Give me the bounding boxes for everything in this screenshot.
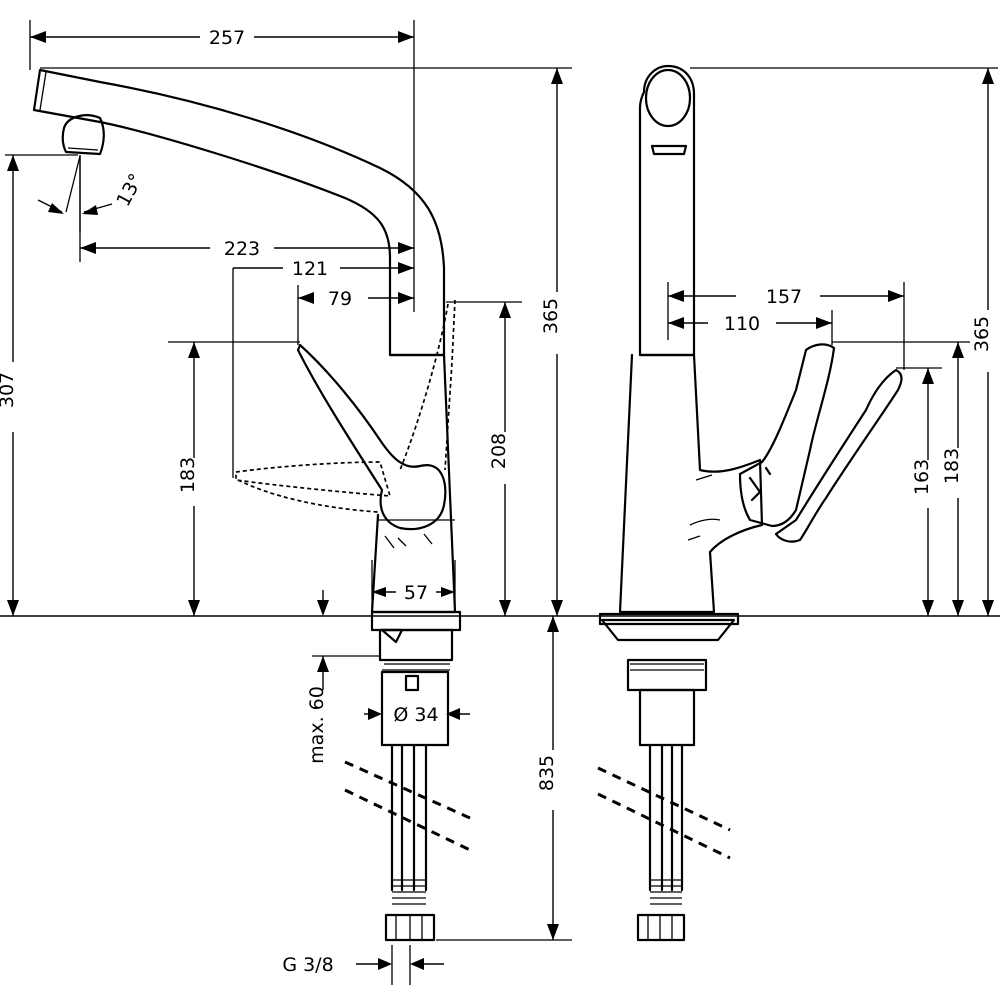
side-view-faucet — [32, 68, 471, 942]
dimension-257: 257 — [29, 20, 415, 312]
label-79: 79 — [328, 288, 352, 310]
label-835: 835 — [536, 755, 558, 791]
label-208: 208 — [488, 433, 510, 469]
label-223: 223 — [224, 238, 260, 260]
label-365-left: 365 — [540, 298, 562, 334]
dimension-g-3-8: G 3/8 — [282, 945, 444, 985]
dimension-13-degrees: 13° — [37, 155, 148, 232]
dimension-208: 208 — [446, 301, 522, 616]
label-max-60: max. 60 — [306, 686, 328, 764]
label-13-degrees: 13° — [112, 170, 147, 210]
dimension-110: 110 — [668, 310, 833, 345]
dimension-223: 223 — [79, 155, 414, 262]
label-257: 257 — [209, 27, 245, 49]
label-365-right: 365 — [971, 316, 993, 352]
label-157: 157 — [766, 286, 802, 308]
label-307: 307 — [0, 372, 18, 408]
dimension-121: 121 — [232, 258, 414, 478]
dimension-163: 163 — [896, 367, 942, 616]
dimension-79: 79 — [297, 285, 414, 345]
dimension-835: 835 — [436, 616, 572, 941]
dimension-diameter-34: Ø 34 — [364, 704, 470, 726]
label-163: 163 — [911, 459, 933, 495]
label-110: 110 — [724, 313, 760, 335]
label-183-right: 183 — [941, 448, 963, 484]
dimension-183-right: 183 — [832, 341, 970, 616]
dimension-365-right: 365 — [690, 67, 998, 616]
label-g-3-8: G 3/8 — [282, 954, 333, 976]
label-121: 121 — [292, 258, 328, 280]
label-183-left: 183 — [177, 457, 199, 493]
label-57: 57 — [404, 582, 428, 604]
dimension-max-60: max. 60 — [306, 590, 380, 764]
front-view-faucet — [597, 64, 903, 942]
label-diameter-34: Ø 34 — [393, 704, 438, 726]
dimension-183-left: 183 — [168, 341, 300, 616]
dimension-365-left: 365 — [40, 67, 572, 616]
dimension-57: 57 — [371, 560, 456, 612]
dimension-307: 307 — [0, 154, 78, 616]
dimension-157: 157 — [667, 282, 905, 370]
